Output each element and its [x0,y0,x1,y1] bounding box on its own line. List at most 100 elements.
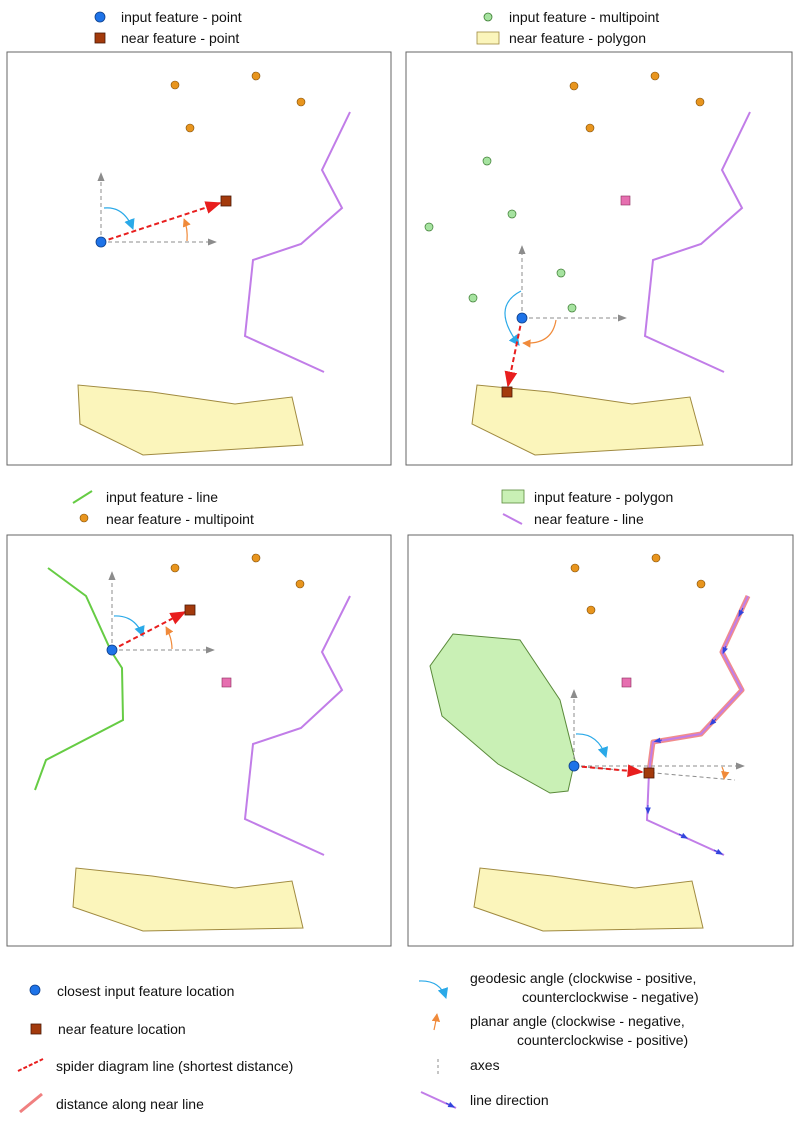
direction-arrow [738,607,745,618]
polygon-icon [476,31,500,45]
key-label: distance along near line [56,1096,204,1112]
geodesic-angle-icon [418,980,449,1000]
orange-point [570,563,580,573]
geodesic-angle-arc [504,290,522,346]
panel-point: input feature - point near feature - poi… [6,9,392,466]
near-polygon [72,867,304,932]
key-label: planar angle (clockwise - negative, [470,1013,685,1029]
near-polygon [473,867,704,932]
legend-line: input feature - line near feature - mult… [72,489,254,527]
near-feature-location [220,195,232,207]
closest-input-location [106,644,118,656]
distance-along-icon [19,1092,43,1114]
purple-line [643,111,751,373]
line-direction-arrow-icon [445,1101,456,1108]
orange-point [295,579,305,589]
map-frame [6,51,392,466]
planar-angle-icon [431,1013,441,1031]
axis-planar [573,765,736,781]
spider-line [573,764,644,778]
geodesic-angle-arc [103,207,135,231]
near-feature-location [184,604,196,616]
green-point [507,209,517,219]
orange-point-icon [79,513,89,523]
direction-arrow [678,832,689,839]
spider-line [111,611,187,651]
closest-input-location [516,312,528,324]
spider-line-icon [17,1058,44,1072]
purple-line [243,595,351,856]
orange-point [650,71,660,81]
closest-input-icon [29,984,41,996]
green-point [567,303,577,313]
spider-line [504,317,523,388]
legend-label: input feature - point [121,9,242,25]
green-line-icon [72,490,93,504]
near-feature-location [501,386,513,398]
legend-label: near feature - point [121,30,239,46]
purple-line [243,111,351,373]
legend-multipoint: input feature - multipoint near feature … [476,9,659,46]
green-polygon-icon [501,489,525,504]
legend-label: input feature - polygon [534,489,673,505]
input-polygon [429,633,576,794]
orange-point [569,81,579,91]
orange-point [185,123,195,133]
direction-arrow [653,737,663,744]
planar-angle-arc [721,766,730,780]
planar-angle-arc [522,319,557,348]
panel-polygon: input feature - polygon near feature - l… [407,489,794,947]
green-point [424,222,434,232]
key-label: counterclockwise - positive) [517,1032,688,1048]
green-point [468,293,478,303]
key-label: near feature location [58,1021,186,1037]
panel-line: input feature - line near feature - mult… [6,489,392,947]
legend-label: input feature - multipoint [509,9,659,25]
near-location-icon [30,1023,42,1035]
key-label: spider diagram line (shortest distance) [56,1058,293,1074]
green-point-icon [483,12,493,22]
geodesic-angle-arc [113,615,145,638]
closest-input-location [95,236,107,248]
closest-input-location [568,760,580,772]
legend-label: near feature - polygon [509,30,646,46]
spider-line [100,201,222,243]
orange-point [170,80,180,90]
direction-arrow [709,718,717,726]
near-feature-location [643,767,655,779]
key-label: geodesic angle (clockwise - positive, [470,970,696,986]
pink-square [621,677,632,688]
orange-point [251,71,261,81]
purple-line-icon [502,513,523,525]
pink-square [221,677,232,688]
geodesic-angle-arc [575,733,609,759]
planar-angle-arc [165,626,174,650]
orange-point [696,579,706,589]
orange-point [695,97,705,107]
panel-multipoint: input feature - multipoint near feature … [405,9,793,466]
direction-arrow [713,848,724,855]
key-label: line direction [470,1092,549,1108]
direction-arrow [722,645,728,655]
pink-square [620,195,631,206]
diagram-key: closest input feature location near feat… [17,970,699,1114]
orange-point [585,123,595,133]
legend-point: input feature - point near feature - poi… [94,9,242,46]
orange-point [170,563,180,573]
near-polygon [471,384,704,456]
near-point-icon [94,32,106,44]
map-frame [6,534,392,947]
green-input-line [34,567,125,791]
planar-angle-arc [182,218,191,242]
legend-label: near feature - line [534,511,644,527]
input-point-icon [94,11,106,23]
orange-point [586,605,596,615]
legend-label: input feature - line [106,489,218,505]
legend-polygon: input feature - polygon near feature - l… [501,489,673,527]
key-label: counterclockwise - negative) [522,989,699,1005]
green-point [556,268,566,278]
key-label: axes [470,1057,500,1073]
map-frame [405,51,793,466]
orange-point [251,553,261,563]
